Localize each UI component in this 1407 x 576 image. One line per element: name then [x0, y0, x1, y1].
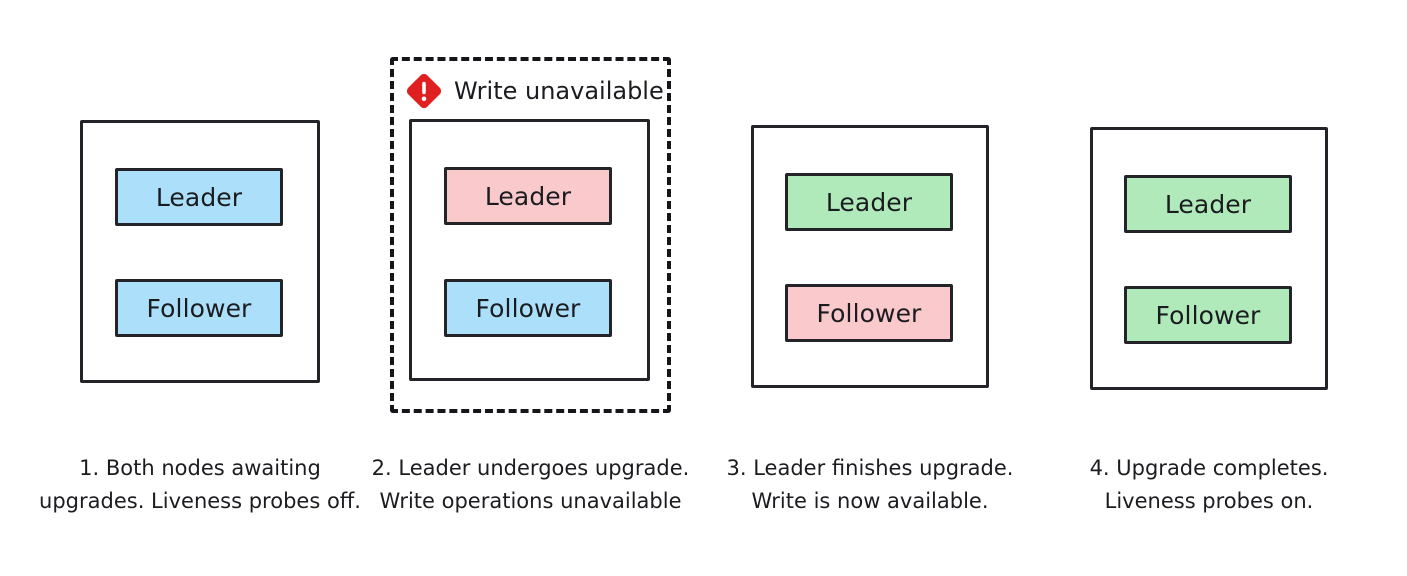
node-chip-follower-1: Follower	[115, 279, 283, 337]
panel-caption-2: 2. Leader undergoes upgrade. Write opera…	[371, 456, 690, 513]
node-role-label: Follower	[1155, 300, 1261, 330]
node-chip-leader-1: Leader	[115, 168, 283, 226]
node-role-label: Leader	[825, 187, 913, 217]
node-container-4	[1090, 127, 1328, 390]
node-container-2	[409, 119, 650, 381]
node-role-label: Follower	[146, 293, 252, 323]
panel-caption-1: 1. Both nodes awaiting upgrades. Livenes…	[39, 456, 361, 513]
node-role-label: Follower	[475, 293, 581, 323]
node-chip-leader-4: Leader	[1124, 175, 1292, 233]
panel-caption-4: 4. Upgrade completes. Liveness probes on…	[1089, 456, 1329, 513]
node-role-label: Leader	[1164, 189, 1252, 219]
warning-diamond-icon	[406, 73, 442, 109]
alert-label: Write unavailable	[454, 77, 664, 105]
alert-banner: Write unavailable	[405, 72, 664, 110]
panel-caption-3: 3. Leader finishes upgrade. Write is now…	[726, 456, 1014, 513]
write-unavailable-region	[390, 57, 671, 413]
node-role-label: Follower	[816, 298, 922, 328]
node-chip-follower-3: Follower	[785, 284, 953, 342]
node-role-label: Leader	[155, 182, 243, 212]
node-chip-follower-4: Follower	[1124, 286, 1292, 344]
node-container-3	[751, 125, 989, 388]
node-chip-follower-2: Follower	[444, 279, 612, 337]
node-container-1	[80, 120, 320, 383]
node-role-label: Leader	[484, 181, 572, 211]
node-chip-leader-3: Leader	[785, 173, 953, 231]
node-chip-leader-2: Leader	[444, 167, 612, 225]
